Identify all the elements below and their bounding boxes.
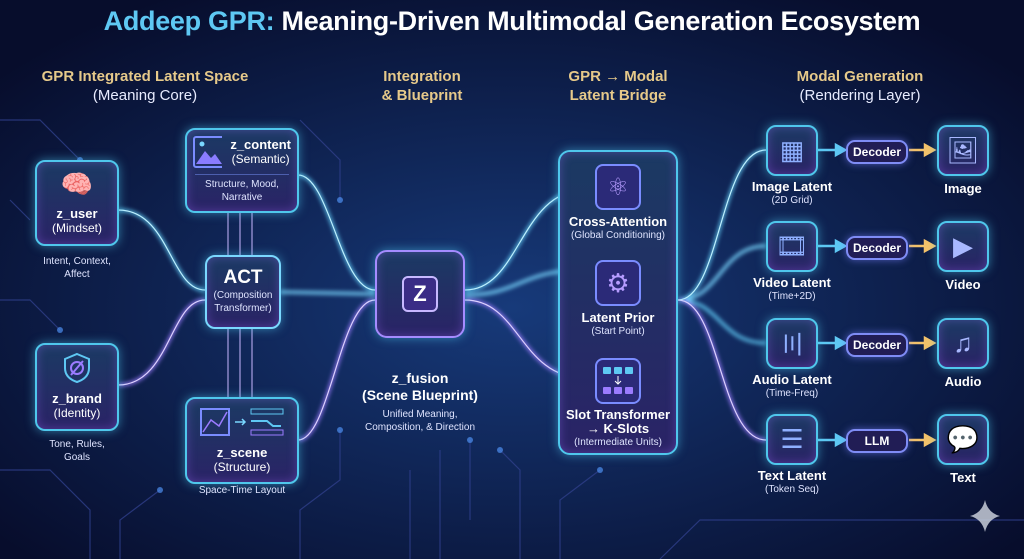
bridge-name: Latent Prior — [581, 310, 655, 325]
bridge-latent-prior: ⚙ Latent Prior(Start Point) — [560, 260, 676, 338]
z-scene-node: z_scene(Structure) — [185, 397, 299, 484]
layout-icon — [187, 399, 297, 445]
latent-sub: (Token Seq) — [765, 484, 819, 495]
brain-heart-icon: 🧠 — [60, 168, 94, 199]
output-name: Audio — [944, 374, 982, 389]
output-name: Video — [945, 277, 981, 292]
z-content-desc: Structure, Mood, Narrative — [187, 178, 297, 204]
node-name: z_user — [56, 206, 98, 221]
output-name: Text — [950, 470, 976, 485]
latent-sub: (2D Grid) — [771, 195, 813, 206]
latent-sub: (Time-Freq) — [765, 388, 819, 399]
music-icon: ♫ — [937, 318, 989, 369]
node-name: z_content — [230, 137, 291, 152]
desc-line: Affect — [64, 269, 90, 280]
z-glyph-icon: Z — [402, 276, 438, 312]
bridge-role: (Start Point) — [591, 326, 645, 337]
desc-line: Unified Meaning, — [382, 409, 458, 420]
film-icon: 🎞 — [766, 221, 818, 272]
decoder-pill: Decoder — [846, 236, 908, 260]
latent-bridge-panel: ⚛ Cross-Attention(Global Conditioning) ⚙… — [558, 150, 678, 455]
landscape-icon — [193, 136, 223, 168]
decoder-pill: Decoder — [846, 140, 908, 164]
z-user-label: z_user(Mindset) — [37, 206, 117, 236]
node-role: (Semantic) — [231, 152, 290, 166]
node-name: z_fusion — [391, 370, 449, 386]
heading-line: GPR Integrated Latent Space — [41, 68, 249, 85]
bridge-name: Cross-Attention — [568, 214, 668, 229]
gear-icon: ⚙ — [595, 260, 641, 306]
z-fusion-chip: Z — [375, 250, 465, 338]
decoder-pill: Decoder — [846, 333, 908, 357]
heading-line: Integration — [383, 68, 461, 85]
slots-icon — [595, 358, 641, 404]
title-accent: Addeep GPR: — [103, 6, 275, 36]
node-role: (Mindset) — [51, 221, 102, 235]
desc-line: Goals — [63, 452, 91, 463]
node-name: z_brand — [52, 391, 102, 406]
desc-line: Tone, Rules, — [49, 439, 105, 450]
node-name: z_scene — [216, 445, 268, 460]
image-icon: 🖼 — [937, 125, 989, 176]
chat-icon: 💬 — [937, 414, 989, 465]
sparkle-icon — [970, 500, 1000, 532]
decoder-pill: LLM — [846, 429, 908, 453]
latent-name: Audio Latent — [752, 372, 832, 387]
node-role: (Composition — [213, 290, 273, 301]
node-role: Transformer) — [214, 303, 272, 314]
column-heading-modal-generation: Modal Generation (Rendering Layer) — [770, 67, 950, 105]
z-content-node: z_content(Semantic) Structure, Mood, Narr… — [185, 128, 299, 213]
z-user-node: 🧠 z_user(Mindset) — [35, 160, 119, 246]
column-heading-meaning-core: GPR Integrated Latent Space (Meaning Core… — [30, 67, 260, 105]
latent-sub: (Time+2D) — [768, 291, 816, 302]
node-role: (Scene Blueprint) — [362, 387, 478, 403]
node-role: (Structure) — [213, 460, 271, 474]
bridge-name: → K-Slots — [586, 421, 650, 436]
bridge-slot-transformer: Slot Transformer→ K-Slots(Intermediate U… — [560, 358, 676, 449]
page-title: Addeep GPR: Meaning-Driven Multimodal Ge… — [0, 6, 1024, 37]
desc-line: Intent, Context, — [43, 256, 111, 267]
latent-name: Image Latent — [751, 179, 833, 194]
output-name: Image — [944, 181, 982, 196]
node-name: ACT — [223, 267, 263, 288]
bridge-name: Slot Transformer — [565, 407, 671, 422]
desc-line: Narrative — [221, 192, 263, 203]
heading-line: (Rendering Layer) — [799, 87, 921, 104]
bridge-cross-attention: ⚛ Cross-Attention(Global Conditioning) — [560, 164, 676, 242]
video-icon: ▶ — [937, 221, 989, 272]
z-scene-desc: Space-Time Layout — [198, 485, 286, 496]
z-user-desc: Intent, Context, Affect — [25, 255, 129, 281]
heading-line: & Blueprint — [381, 87, 463, 104]
bridge-role: (Global Conditioning) — [571, 230, 665, 241]
z-fusion-label: z_fusion(Scene Blueprint) — [340, 370, 500, 404]
text-lines-icon: ☰ — [766, 414, 818, 465]
node-role: (Identity) — [53, 406, 101, 420]
latent-name: Text Latent — [757, 468, 827, 483]
z-fusion-desc: Unified Meaning, Composition, & Direction — [340, 408, 500, 434]
heading-line: GPR → Modal — [568, 68, 668, 85]
column-heading-integration: Integration & Blueprint — [352, 67, 492, 105]
title-rest: Meaning-Driven Multimodal Generation Eco… — [274, 6, 921, 36]
heading-line: (Meaning Core) — [92, 87, 198, 104]
desc-line: Composition, & Direction — [364, 422, 476, 433]
latent-name: Video Latent — [753, 275, 831, 290]
z-brand-node: z_brand(Identity) — [35, 343, 119, 431]
waveform-icon: 〣 — [766, 318, 818, 369]
grid-icon: ▦ — [766, 125, 818, 176]
bridge-role: (Intermediate Units) — [574, 437, 662, 448]
shield-icon — [37, 345, 117, 391]
heading-line: Modal Generation — [796, 68, 924, 85]
heading-line: Latent Bridge — [569, 87, 667, 104]
z-brand-desc: Tone, Rules, Goals — [25, 438, 129, 464]
atom-icon: ⚛ — [595, 164, 641, 210]
desc-line: Structure, Mood, — [205, 179, 279, 190]
